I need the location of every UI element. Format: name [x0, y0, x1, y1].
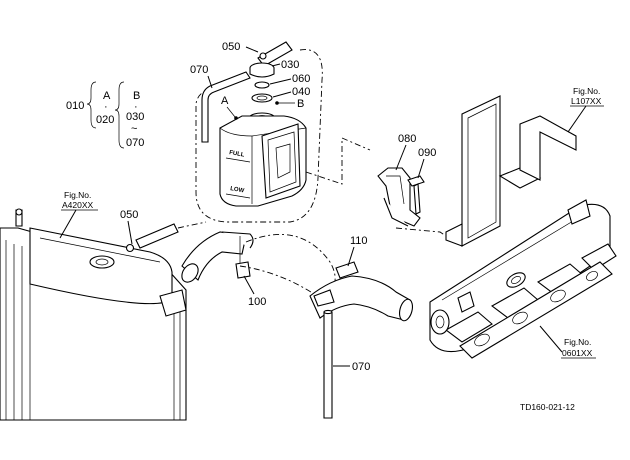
overflow-hose-070-lower	[323, 311, 333, 419]
label-100: 100	[248, 296, 266, 308]
fig-ref-l107: Fig.No. L107XX	[567, 86, 604, 133]
assembly-legend: 010 A · 020 B · 030 ~ 070	[66, 81, 144, 149]
tank-full-mark: FULL	[229, 150, 245, 159]
bolt-090	[407, 175, 425, 215]
fig-ref-a420-prefix: Fig.No.	[64, 190, 91, 200]
tank-cap-side	[249, 68, 275, 78]
legend-col-a-dot: ·	[104, 101, 108, 113]
tank-strap	[261, 123, 301, 199]
legend-brace-right	[114, 81, 125, 149]
legend-col-b-part2: 070	[126, 137, 144, 149]
label-110: 110	[350, 235, 368, 247]
fig-ref-l107-number: L107XX	[571, 96, 602, 106]
tank-group-outline	[195, 49, 323, 223]
label-060: 060	[292, 73, 310, 85]
pipe-clip	[125, 243, 135, 253]
tank-low-mark: LOW	[230, 186, 245, 194]
legend-col-b-part1: 030	[126, 111, 144, 123]
radiator-filler-neck	[89, 255, 115, 269]
label-070-bottom: 070	[352, 361, 370, 373]
overflow-hose-070	[201, 71, 251, 143]
fig-ref-l107-prefix: Fig.No.	[573, 86, 600, 96]
point-marker-a: A	[221, 95, 229, 107]
label-050-top: 050	[222, 41, 240, 53]
hose-clamp	[221, 231, 254, 249]
tank-bracket-080	[377, 167, 421, 227]
upper-radiator-hose	[181, 231, 254, 283]
mounting-bracket	[445, 95, 577, 247]
hose-clamp-100	[235, 261, 251, 279]
label-040: 040	[292, 86, 310, 98]
legend-col-b-letter: B	[133, 90, 140, 102]
label-030: 030	[281, 59, 299, 71]
washer-060	[254, 81, 270, 89]
label-050-left: 050	[120, 209, 138, 221]
radiator	[0, 208, 187, 421]
lower-hose	[309, 261, 414, 322]
fig-ref-a420-number: A420XX	[62, 200, 94, 210]
legend-col-a-letter: A	[103, 90, 111, 102]
fig-ref-0601: Fig.No. 0601XX	[539, 325, 596, 359]
legend-col-a-part: 020	[96, 114, 114, 126]
fig-ref-0601-prefix: Fig.No.	[564, 337, 591, 347]
label-090: 090	[418, 147, 436, 159]
legend-col-b-tilde: ~	[131, 123, 137, 135]
fig-ref-a420: Fig.No. A420XX	[59, 190, 98, 239]
point-marker-b: B	[297, 98, 304, 110]
legend-brace-left	[86, 81, 97, 129]
label-080: 080	[398, 133, 416, 145]
reserve-tank-assembly: FULL LOW	[195, 41, 323, 223]
legend-col-b-dot: ·	[134, 101, 138, 113]
fig-ref-0601-number: 0601XX	[562, 348, 593, 358]
hose-clamp-110	[335, 261, 359, 279]
legend-assembly-number: 010	[66, 100, 84, 112]
label-070-top: 070	[190, 64, 208, 76]
exhaust-manifold	[429, 199, 617, 359]
drawing-code: TD160-021-12	[520, 402, 575, 412]
clip-pin	[259, 52, 267, 60]
overflow-pipe-050	[135, 223, 179, 249]
gasket-040	[251, 93, 273, 103]
